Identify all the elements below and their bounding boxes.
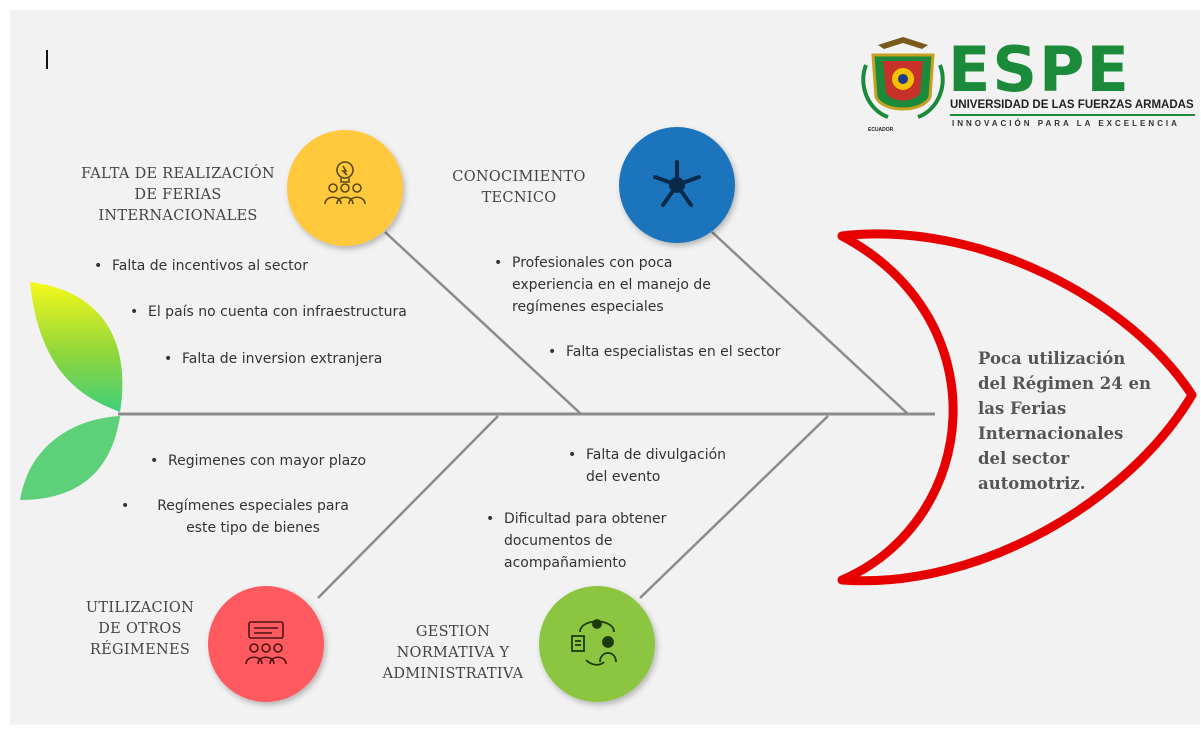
cause-conocimiento-2: Falta especialistas en el sector xyxy=(548,341,780,363)
cause-ferias-1: Falta de incentivos al sector xyxy=(94,255,308,277)
presentation-group-icon xyxy=(245,621,287,665)
hands-together-icon xyxy=(653,160,701,207)
fish-tail-top xyxy=(30,282,123,412)
espe-logo: ECUADOR ESPE UNIVERSIDAD DE LAS FUERZAS … xyxy=(858,35,1198,160)
bone-ferias xyxy=(384,231,582,415)
circle-conocimiento xyxy=(619,127,735,243)
logo-tagline: INNOVACIÓN PARA LA EXCELENCIA xyxy=(952,119,1180,128)
circle-gestion xyxy=(539,586,655,702)
university-seal-icon xyxy=(861,37,945,119)
fish-head-outline xyxy=(837,229,1197,586)
fish-tail-bottom xyxy=(20,416,120,500)
bone-conocimiento xyxy=(711,231,909,415)
logo-wordmark: ESPE xyxy=(948,33,1131,106)
logo-divider xyxy=(950,114,1195,116)
logo-subtitle: UNIVERSIDAD DE LAS FUERZAS ARMADAS xyxy=(950,99,1194,111)
seal-caption: ECUADOR xyxy=(868,127,894,133)
circle-ferias xyxy=(287,130,403,246)
text-cursor xyxy=(46,50,48,69)
cause-ferias-2: El país no cuenta con infraestructura xyxy=(130,301,407,323)
lightbulb-team-icon xyxy=(324,161,366,205)
circle-otros xyxy=(208,586,324,702)
bone-otros xyxy=(317,415,499,599)
bone-gestion xyxy=(639,415,829,599)
cause-otros-1: Regimenes con mayor plazo xyxy=(150,450,366,472)
cause-ferias-3: Falta de inversion extranjera xyxy=(164,348,382,370)
workflow-person-icon xyxy=(571,619,617,666)
